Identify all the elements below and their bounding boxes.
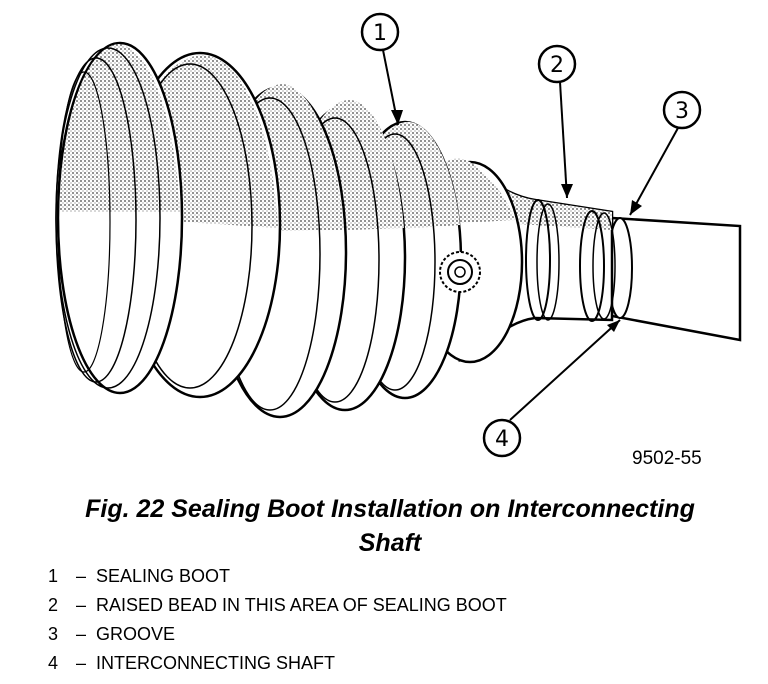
arrowhead <box>561 184 573 198</box>
legend-number: 2 <box>48 595 59 615</box>
legend-text: RAISED BEAD IN THIS AREA OF SEALING BOOT <box>96 595 507 615</box>
figure-caption: Fig. 22 Sealing Boot Installation on Int… <box>30 492 750 560</box>
arrowhead <box>630 200 642 215</box>
callout-2-number: 2 <box>550 53 564 78</box>
caption-line-2: Shaft <box>358 529 422 557</box>
legend-dash: – <box>75 653 86 673</box>
arrowhead <box>391 110 403 125</box>
callout-1: 1 <box>360 12 400 52</box>
callout-4-number: 4 <box>495 427 509 452</box>
sealing-boot-illustration: 1 2 3 4 <box>55 12 742 458</box>
legend-number: 3 <box>48 624 59 644</box>
legend-dash: – <box>75 595 86 615</box>
sealing-boot-convolutions <box>55 41 524 419</box>
caption-line-1: Fig. 22 Sealing Boot Installation on Int… <box>85 495 695 523</box>
legend-item: 1–SEALING BOOT <box>48 562 507 591</box>
legend-number: 4 <box>48 653 59 673</box>
legend: 1–SEALING BOOT 2–RAISED BEAD IN THIS ARE… <box>48 562 507 678</box>
callout-2: 2 <box>537 44 577 84</box>
legend-text: GROOVE <box>96 624 176 644</box>
interconnecting-shaft <box>607 216 742 342</box>
callout-1-number: 1 <box>373 21 387 46</box>
figure-code: 9502-55 <box>632 448 702 469</box>
boot-vent-detail <box>439 251 481 293</box>
legend-item: 4–INTERCONNECTING SHAFT <box>48 649 507 678</box>
legend-text: INTERCONNECTING SHAFT <box>96 653 336 673</box>
arrowhead <box>607 320 620 332</box>
legend-item: 2–RAISED BEAD IN THIS AREA OF SEALING BO… <box>48 591 507 620</box>
legend-item: 3–GROOVE <box>48 620 507 649</box>
legend-dash: – <box>75 624 86 644</box>
callout-3: 3 <box>662 90 702 130</box>
callout-4: 4 <box>482 418 522 458</box>
legend-text: SEALING BOOT <box>96 566 231 586</box>
legend-dash: – <box>75 566 86 586</box>
callout-3-number: 3 <box>675 99 689 124</box>
legend-number: 1 <box>48 566 59 586</box>
